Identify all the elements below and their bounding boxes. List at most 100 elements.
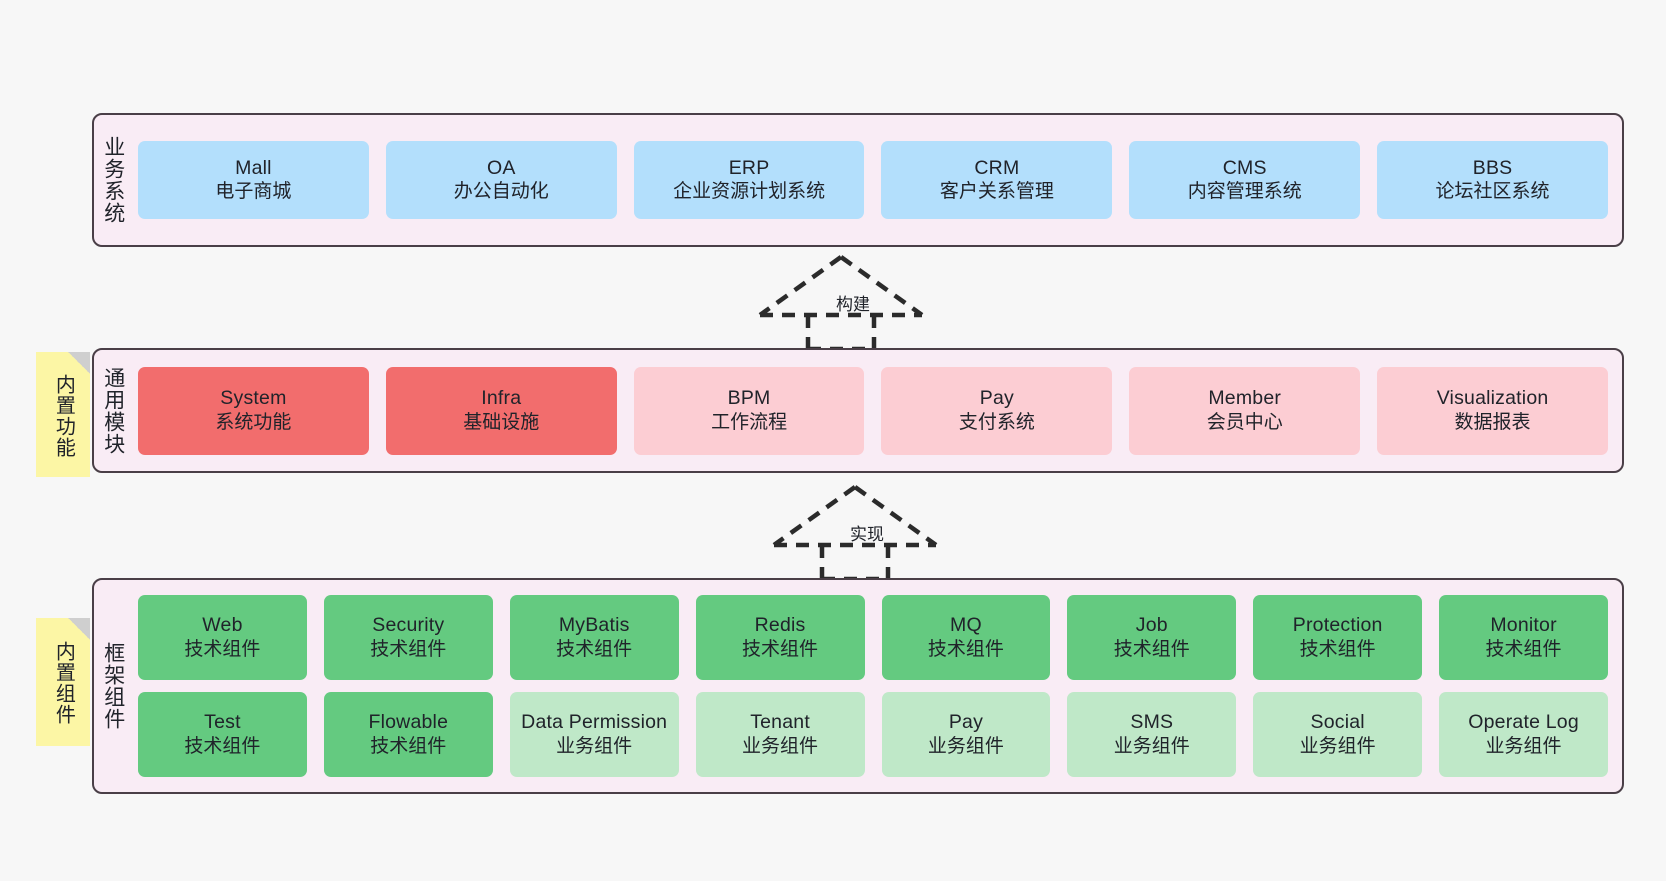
node-redis[interactable]: Redis 技术组件 — [695, 595, 865, 680]
node-tenant[interactable]: Tenant 业务组件 — [695, 692, 865, 777]
node-data-permission-cn: 业务组件 — [556, 735, 633, 757]
note-builtin-component: 内置组件 — [36, 618, 90, 746]
node-pay-component-en: Pay — [948, 711, 984, 734]
connector-build-label: 构建 — [836, 295, 870, 314]
node-web[interactable]: Web 技术组件 — [138, 595, 307, 680]
node-security-en: Security — [372, 614, 445, 637]
node-pay-component[interactable]: Pay 业务组件 — [881, 692, 1051, 777]
node-protection-cn: 技术组件 — [1299, 638, 1376, 660]
node-oa[interactable]: OA 办公自动化 — [385, 141, 617, 219]
layer-framework-component: 框架组件 Web 技术组件 Security 技术组件 MyBatis 技术组件… — [92, 578, 1624, 794]
node-system-en: System — [220, 387, 287, 410]
node-job[interactable]: Job 技术组件 — [1067, 595, 1237, 680]
node-social[interactable]: Social 业务组件 — [1253, 692, 1423, 777]
framework-row-tech: Web 技术组件 Security 技术组件 MyBatis 技术组件 Redi… — [138, 595, 1608, 680]
node-test-cn: 技术组件 — [184, 735, 261, 757]
layer-common-module: 通用模块 System 系统功能 Infra 基础设施 BPM 工作流程 Pay… — [92, 348, 1624, 473]
node-erp-en: ERP — [728, 156, 770, 179]
node-monitor[interactable]: Monitor 技术组件 — [1439, 595, 1608, 680]
node-bpm-en: BPM — [727, 387, 771, 410]
node-flowable-en: Flowable — [368, 711, 449, 734]
node-member-cn: 会员中心 — [1206, 411, 1283, 433]
node-protection[interactable]: Protection 技术组件 — [1253, 595, 1423, 680]
node-mall-cn: 电子商城 — [215, 181, 292, 203]
node-member-en: Member — [1208, 387, 1282, 410]
node-mybatis[interactable]: MyBatis 技术组件 — [509, 595, 679, 680]
node-bbs-cn: 论坛社区系统 — [1435, 181, 1550, 203]
node-tenant-cn: 业务组件 — [742, 735, 819, 757]
node-job-en: Job — [1135, 614, 1168, 637]
layer-title-business-system: 业务系统 — [101, 136, 125, 224]
node-web-cn: 技术组件 — [184, 638, 261, 660]
connector-implement-label: 实现 — [850, 525, 884, 544]
page-fold-icon — [68, 352, 90, 374]
layer-title-framework-component: 框架组件 — [101, 642, 125, 730]
node-flowable[interactable]: Flowable 技术组件 — [323, 692, 493, 777]
node-crm-cn: 客户关系管理 — [939, 181, 1054, 203]
node-bbs[interactable]: BBS 论坛社区系统 — [1377, 141, 1608, 219]
node-protection-en: Protection — [1292, 614, 1383, 637]
node-mall[interactable]: Mall 电子商城 — [138, 141, 369, 219]
node-oa-en: OA — [486, 156, 516, 179]
node-pay-module-cn: 支付系统 — [958, 411, 1035, 433]
layer-title-common-module: 通用模块 — [101, 366, 125, 455]
node-flowable-cn: 技术组件 — [370, 735, 447, 757]
layer-business-nodes: Mall 电子商城 OA 办公自动化 ERP 企业资源计划系统 CRM 客户关系… — [132, 115, 1622, 245]
node-system[interactable]: System 系统功能 — [138, 366, 369, 455]
layer-business-system: 业务系统 Mall 电子商城 OA 办公自动化 ERP 企业资源计划系统 CRM… — [92, 113, 1624, 247]
node-monitor-cn: 技术组件 — [1485, 638, 1562, 660]
node-crm-en: CRM — [974, 156, 1020, 179]
node-job-cn: 技术组件 — [1113, 638, 1190, 660]
layer-framework-nodes: Web 技术组件 Security 技术组件 MyBatis 技术组件 Redi… — [132, 580, 1622, 792]
note-builtin-function: 内置功能 — [36, 352, 90, 477]
node-cms[interactable]: CMS 内容管理系统 — [1129, 141, 1361, 219]
node-sms[interactable]: SMS 业务组件 — [1067, 692, 1237, 777]
node-bbs-en: BBS — [1472, 156, 1513, 179]
node-mybatis-cn: 技术组件 — [556, 638, 633, 660]
node-tenant-en: Tenant — [750, 711, 810, 734]
node-social-en: Social — [1310, 711, 1365, 734]
node-mq-en: MQ — [950, 614, 982, 637]
node-infra[interactable]: Infra 基础设施 — [385, 366, 617, 455]
node-test[interactable]: Test 技术组件 — [138, 692, 307, 777]
node-member[interactable]: Member 会员中心 — [1129, 366, 1361, 455]
node-cms-cn: 内容管理系统 — [1187, 181, 1302, 203]
node-sms-cn: 业务组件 — [1113, 735, 1190, 757]
node-mq-cn: 技术组件 — [927, 638, 1004, 660]
framework-row-business: Test 技术组件 Flowable 技术组件 Data Permission … — [138, 692, 1608, 777]
node-infra-cn: 基础设施 — [463, 411, 540, 433]
node-security[interactable]: Security 技术组件 — [323, 595, 493, 680]
node-data-permission[interactable]: Data Permission 业务组件 — [509, 692, 679, 777]
node-crm[interactable]: CRM 客户关系管理 — [881, 141, 1113, 219]
node-mq[interactable]: MQ 技术组件 — [881, 595, 1051, 680]
node-infra-en: Infra — [481, 387, 522, 410]
node-erp[interactable]: ERP 企业资源计划系统 — [633, 141, 865, 219]
node-security-cn: 技术组件 — [370, 638, 447, 660]
layer-common-nodes: System 系统功能 Infra 基础设施 BPM 工作流程 Pay 支付系统… — [132, 350, 1622, 471]
node-mybatis-en: MyBatis — [558, 614, 630, 637]
node-redis-en: Redis — [754, 614, 806, 637]
node-social-cn: 业务组件 — [1299, 735, 1376, 757]
node-oa-cn: 办公自动化 — [453, 181, 549, 203]
node-pay-module-en: Pay — [979, 387, 1014, 410]
node-visualization[interactable]: Visualization 数据报表 — [1377, 366, 1608, 455]
node-visualization-cn: 数据报表 — [1454, 411, 1531, 433]
page-fold-icon — [68, 618, 90, 640]
node-bpm[interactable]: BPM 工作流程 — [633, 366, 865, 455]
node-mall-en: Mall — [235, 156, 272, 179]
node-web-en: Web — [202, 614, 243, 637]
node-pay-module[interactable]: Pay 支付系统 — [881, 366, 1113, 455]
node-operate-log-cn: 业务组件 — [1485, 735, 1562, 757]
node-redis-cn: 技术组件 — [742, 638, 819, 660]
node-visualization-en: Visualization — [1436, 387, 1549, 410]
node-data-permission-en: Data Permission — [521, 711, 668, 734]
node-operate-log-en: Operate Log — [1468, 711, 1579, 734]
node-pay-component-cn: 业务组件 — [927, 735, 1004, 757]
node-bpm-cn: 工作流程 — [711, 411, 788, 433]
node-cms-en: CMS — [1222, 156, 1267, 179]
note-builtin-function-label: 内置功能 — [52, 373, 75, 458]
node-erp-cn: 企业资源计划系统 — [673, 181, 826, 203]
node-operate-log[interactable]: Operate Log 业务组件 — [1439, 692, 1608, 777]
node-monitor-en: Monitor — [1490, 614, 1557, 637]
